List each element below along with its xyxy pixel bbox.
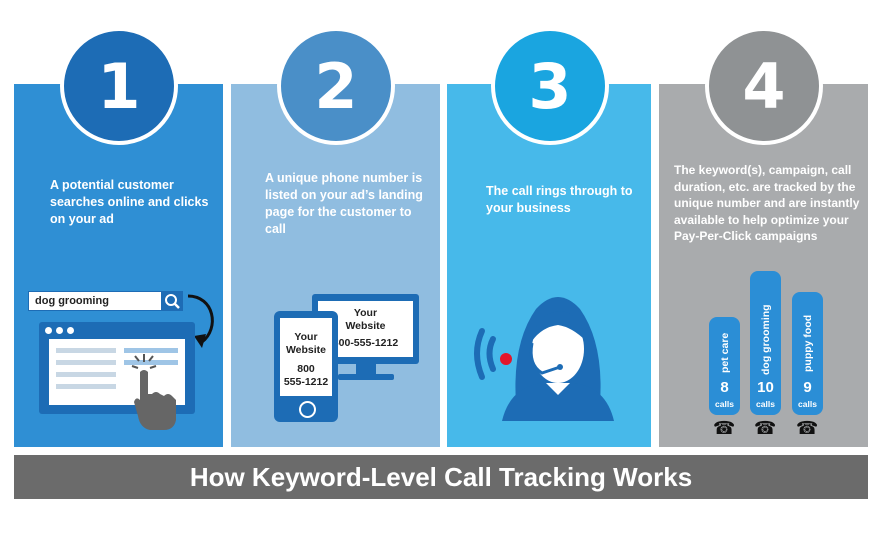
keyword-pill-dog-grooming: dog grooming 10 calls bbox=[750, 271, 781, 415]
telephone-icon: ☎ bbox=[754, 418, 777, 438]
keyword-label: pet care bbox=[718, 332, 731, 373]
content-line bbox=[56, 384, 116, 389]
keyword-unit: calls bbox=[715, 399, 734, 409]
step-1-text: A potential customer searches online and… bbox=[50, 178, 209, 226]
keyword-count: 9 bbox=[803, 379, 812, 396]
content-line bbox=[56, 348, 116, 353]
browser-dot bbox=[67, 327, 74, 334]
phone-number-line-1: 800 bbox=[297, 363, 315, 375]
search-icon bbox=[161, 291, 183, 311]
keyword-count: 10 bbox=[757, 379, 774, 396]
step-2-text: A unique phone number is listed on your … bbox=[265, 171, 423, 236]
keyword-label: dog grooming bbox=[759, 304, 772, 375]
content-line bbox=[56, 372, 116, 377]
ad-line bbox=[124, 348, 178, 353]
step-4-text: The keyword(s), campaign, call duration,… bbox=[674, 163, 860, 243]
home-button-icon bbox=[299, 401, 316, 418]
keyword-pill-puppy-food: puppy food 9 calls bbox=[792, 292, 823, 415]
content-line bbox=[56, 360, 116, 365]
browser-dot bbox=[45, 327, 52, 334]
curved-arrow-icon bbox=[187, 294, 214, 348]
monitor-stand bbox=[356, 364, 376, 374]
keyword-unit: calls bbox=[798, 399, 817, 409]
step-2-number: 2 bbox=[277, 27, 395, 145]
browser-dot bbox=[56, 327, 63, 334]
monitor-phone-number: 800-555-1212 bbox=[332, 337, 399, 349]
step-3-text: The call rings through to your business bbox=[486, 184, 633, 215]
phone-line-1: Your bbox=[294, 331, 318, 343]
smartphone-screen: Your Website 800 555-1212 bbox=[280, 318, 332, 396]
search-box: dog grooming bbox=[28, 291, 162, 311]
keyword-pill-pet-care: pet care 8 calls bbox=[709, 317, 740, 415]
telephone-icon: ☎ bbox=[713, 418, 736, 438]
step-4-number: 4 bbox=[705, 27, 823, 145]
step-3-number: 3 bbox=[491, 27, 609, 145]
ad-line bbox=[124, 360, 178, 365]
pointer-hand-icon bbox=[131, 354, 176, 430]
telephone-icon: ☎ bbox=[796, 418, 819, 438]
call-agent-icon bbox=[474, 297, 614, 421]
monitor-line-1: Your bbox=[353, 307, 378, 319]
keyword-count: 8 bbox=[720, 379, 729, 396]
monitor-base bbox=[338, 374, 394, 380]
keyword-label: puppy food bbox=[801, 314, 814, 372]
monitor-line-2: Website bbox=[345, 320, 386, 332]
title-banner: How Keyword-Level Call Tracking Works bbox=[14, 455, 868, 499]
step-1-number: 1 bbox=[60, 27, 178, 145]
keyword-unit: calls bbox=[756, 399, 775, 409]
phone-line-2: Website bbox=[285, 344, 327, 356]
phone-number-line-2: 555-1212 bbox=[283, 376, 329, 388]
